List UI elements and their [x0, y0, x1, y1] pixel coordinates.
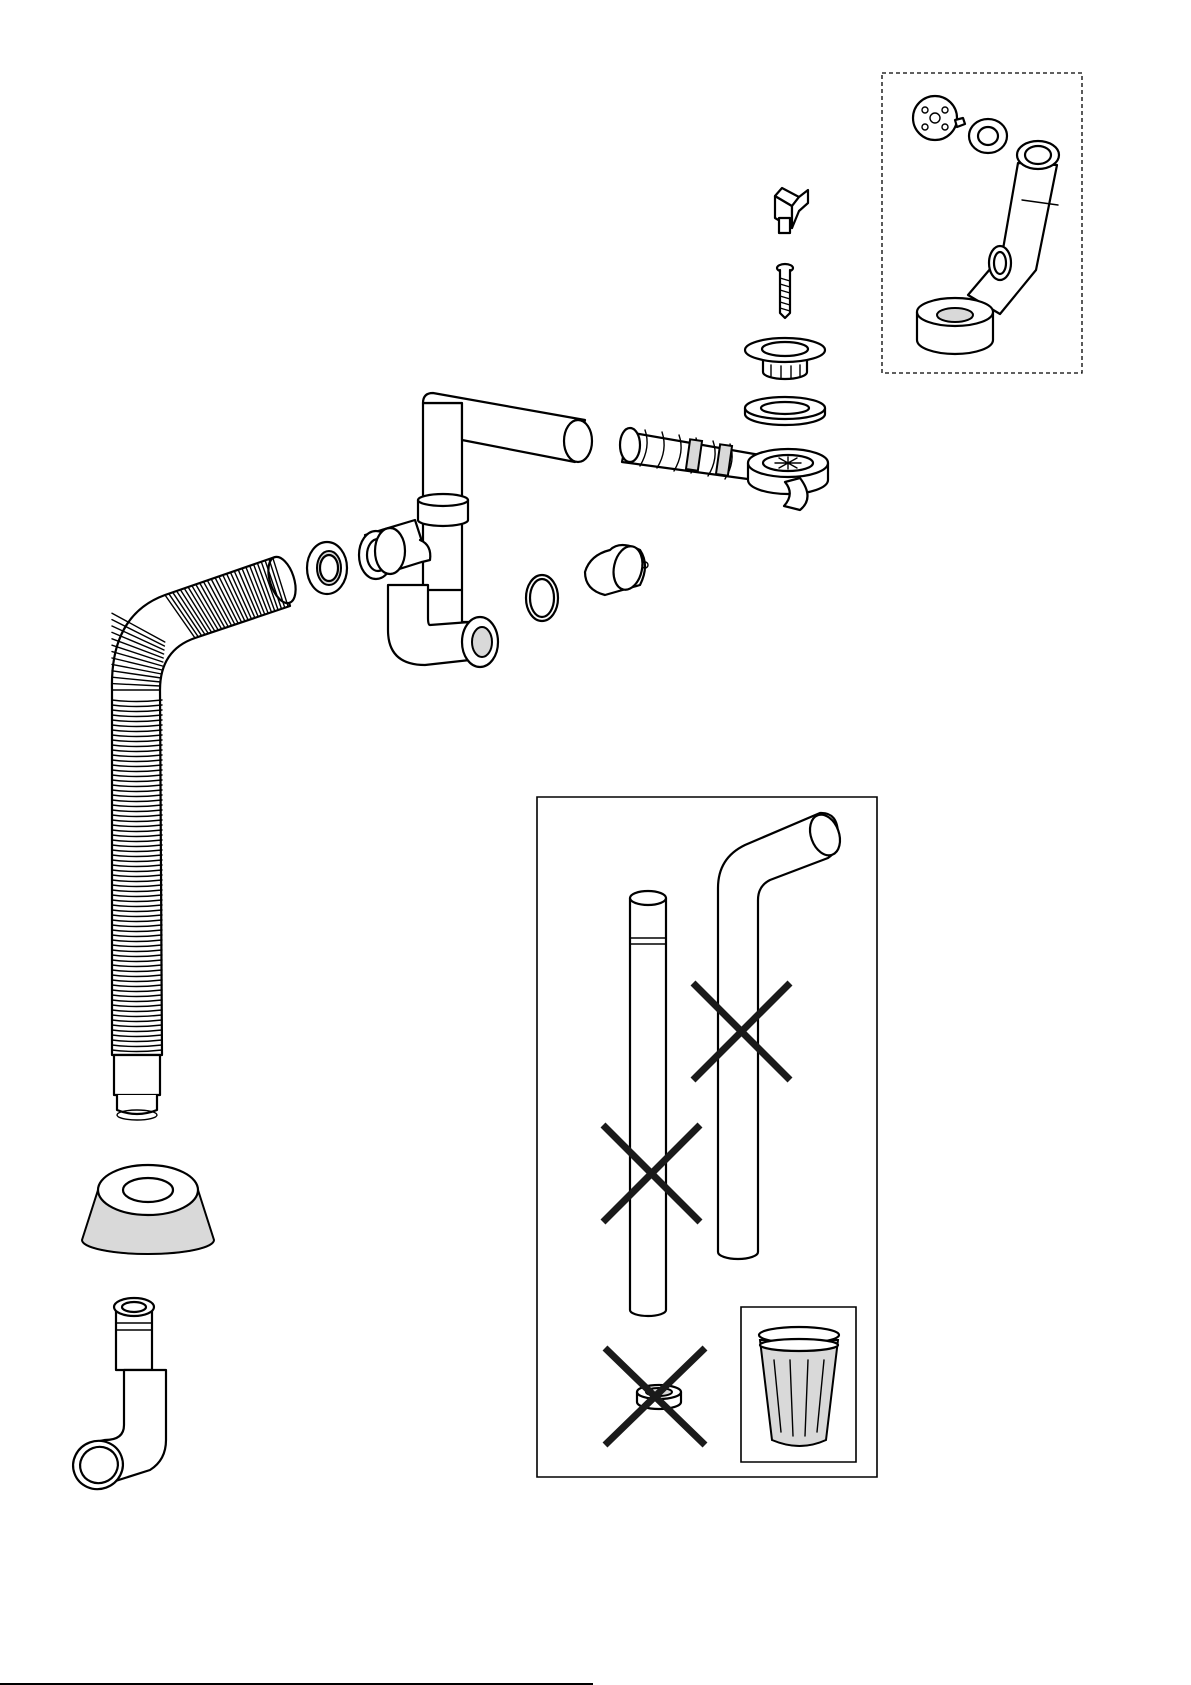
- nut-washer: [307, 542, 347, 594]
- grill-plate: [913, 96, 965, 140]
- sealing-ring: [745, 397, 825, 425]
- straight-pipe: [630, 891, 666, 1316]
- conical-washer: [526, 575, 558, 621]
- floor-rosette: [82, 1165, 214, 1254]
- not-to-use-inset: [537, 797, 877, 1477]
- siphon-body: [359, 393, 592, 667]
- elbow-connector: [66, 1298, 166, 1496]
- alternative-drain-set-inset: [882, 73, 1082, 373]
- bent-drain-tube: [917, 141, 1059, 354]
- corrugated-hose: [112, 553, 301, 1120]
- overflow-hose-with-outlet: [620, 428, 828, 510]
- connection-key: [775, 188, 808, 233]
- dome-cap: [585, 544, 648, 595]
- small-nut: [969, 119, 1007, 153]
- screw: [777, 264, 793, 318]
- trash-bin-icon: [741, 1307, 856, 1462]
- strainer-flange: [745, 338, 825, 379]
